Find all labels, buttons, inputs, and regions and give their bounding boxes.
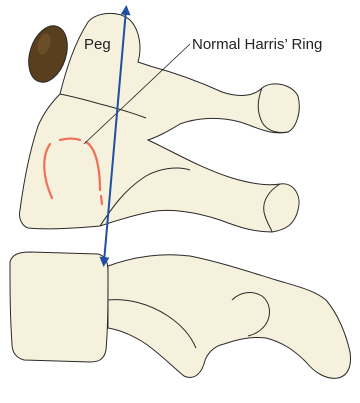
harris-ring-label: Normal Harris’ Ring — [192, 36, 322, 53]
c3-vertebra — [10, 252, 351, 378]
c3-posterior-elements — [108, 255, 351, 379]
peg-label: Peg — [84, 36, 111, 53]
c3-body — [10, 252, 108, 362]
